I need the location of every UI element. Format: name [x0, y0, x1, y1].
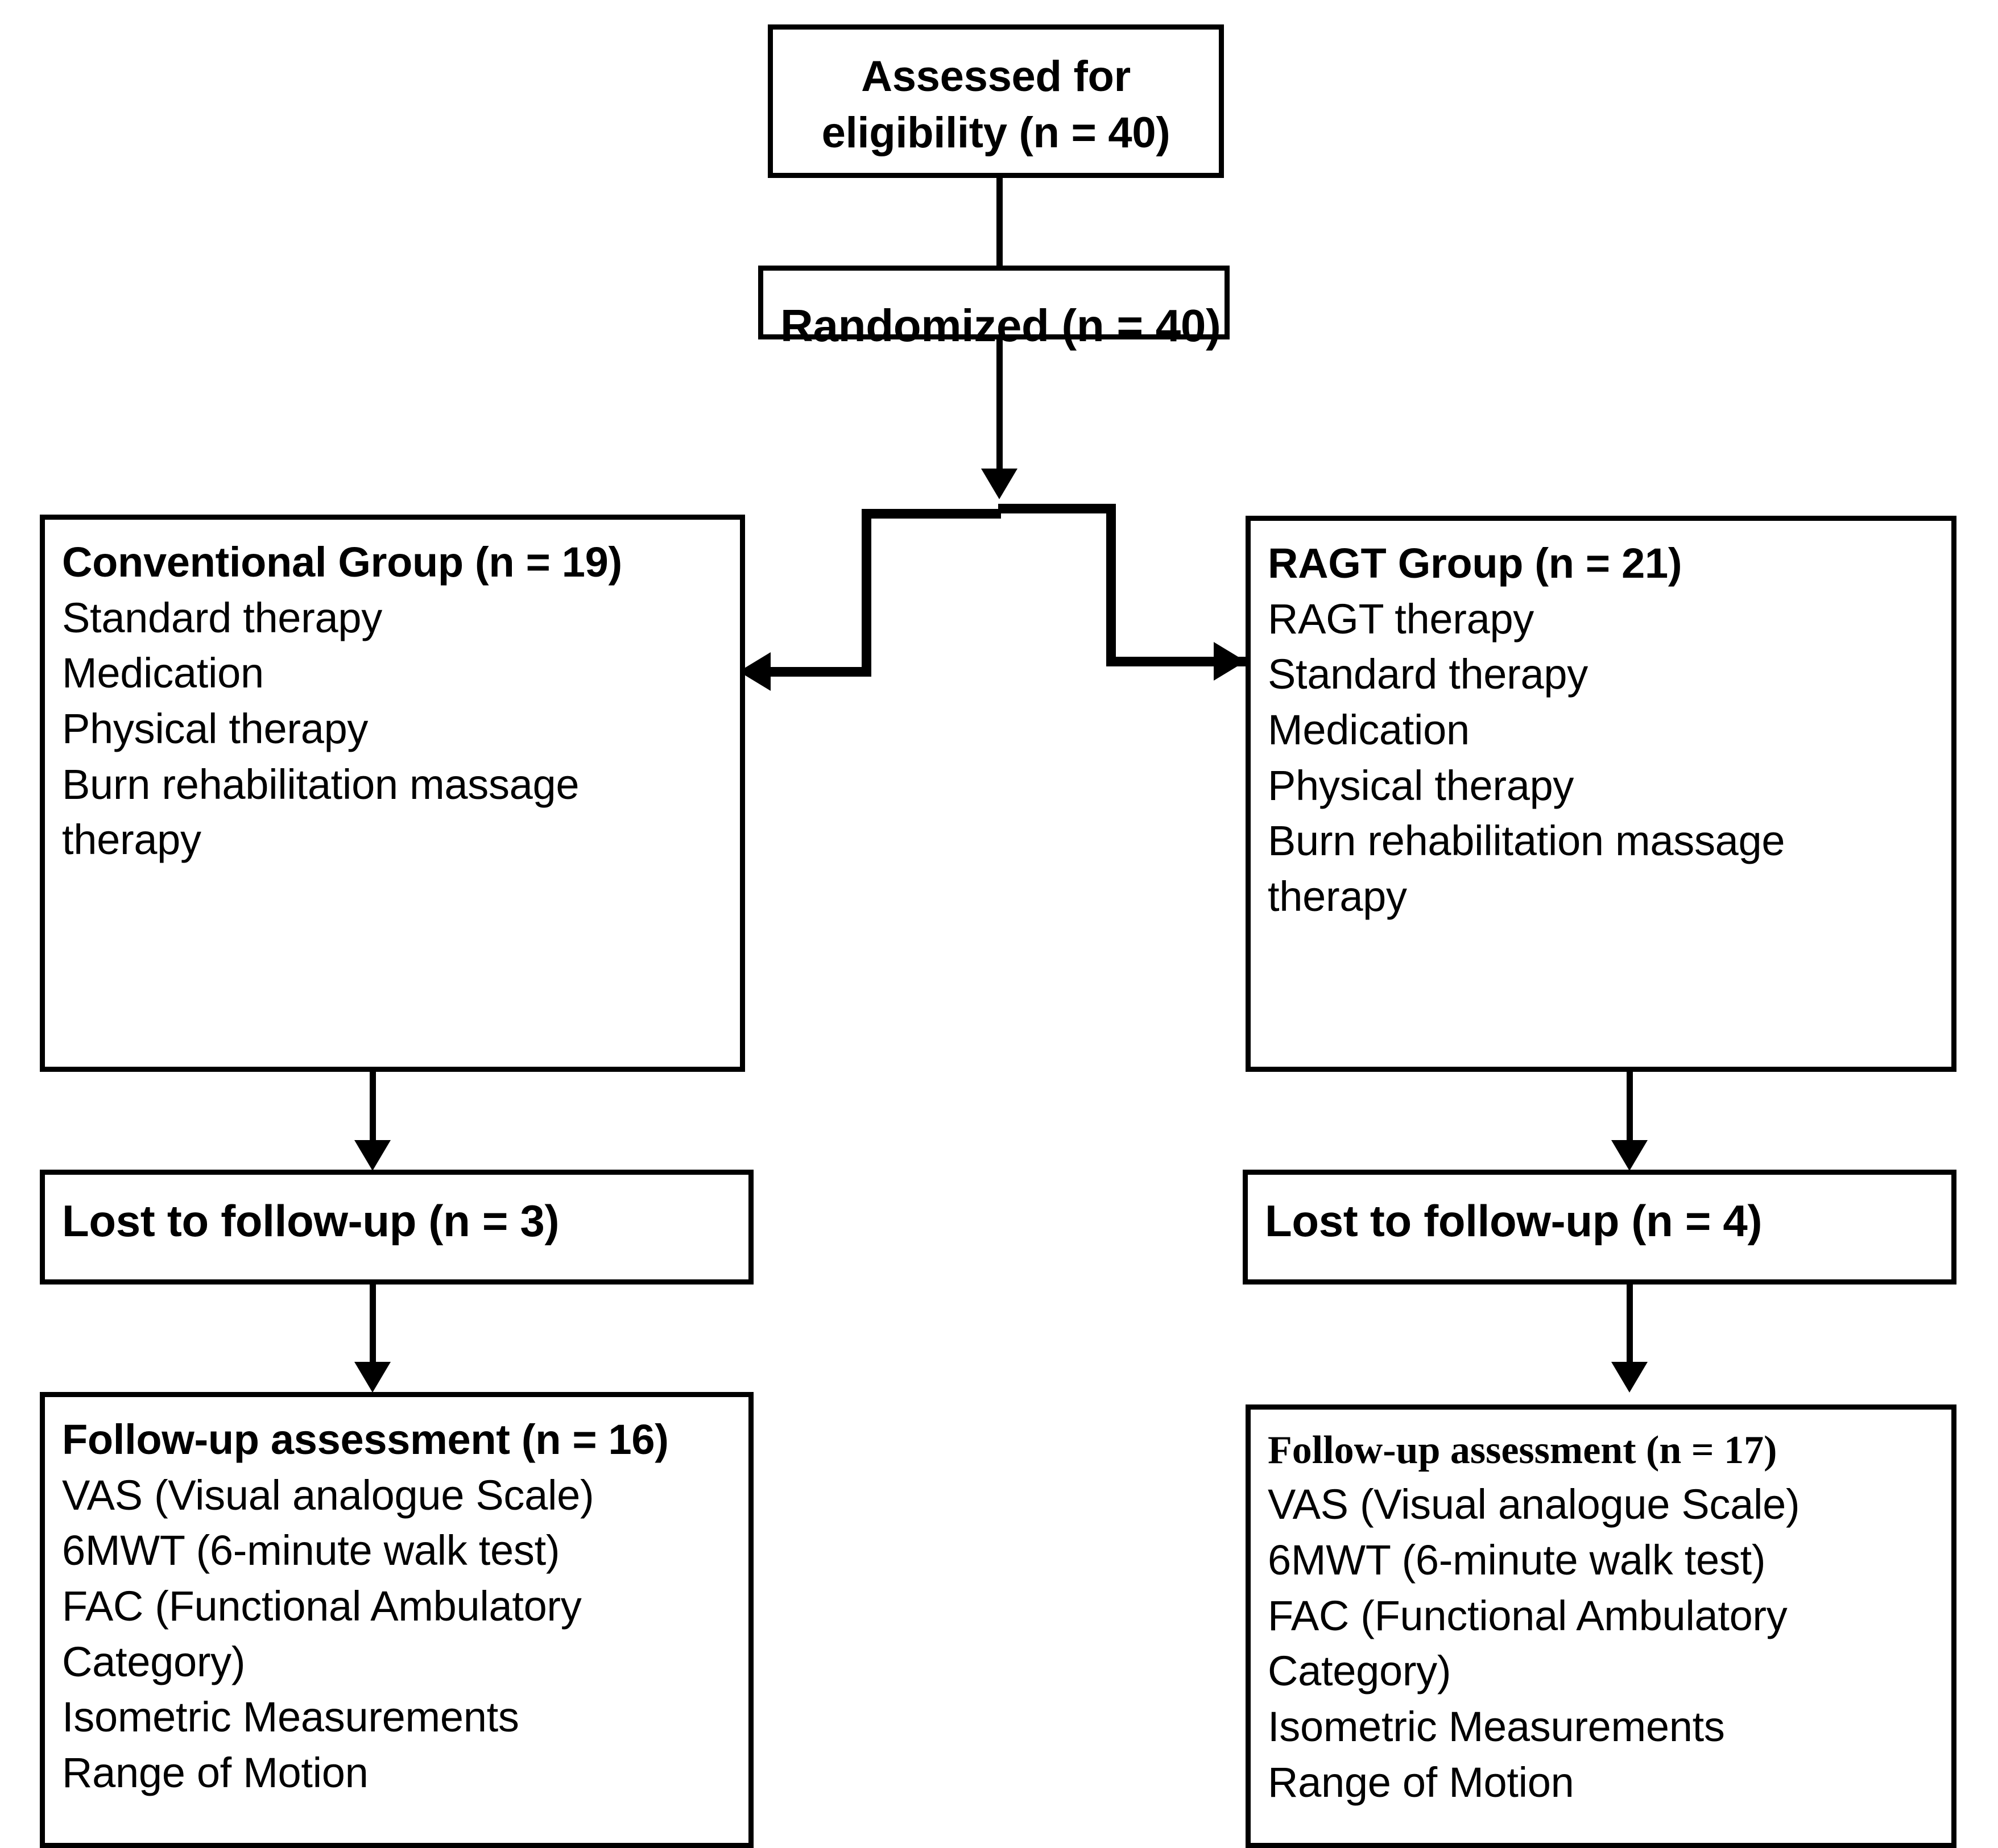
- ragt-group-item: Physical therapy: [1268, 761, 1574, 809]
- node-ragt-group: RAGT Group (n = 21) RAGT therapy Standar…: [1246, 516, 1956, 1072]
- arrowhead-down-lost-left: [354, 1140, 391, 1171]
- node-body: Follow-up assessment (n = 16) VAS (Visua…: [45, 1397, 748, 1806]
- connector-to-conventional-group: [771, 667, 871, 677]
- followup-left-header: Follow-up assessment (n = 16): [62, 1416, 669, 1463]
- connector-to-ragt-group: [1106, 657, 1246, 666]
- conventional-group-item: Medication: [62, 649, 264, 697]
- ragt-group-item: RAGT therapy: [1268, 595, 1534, 643]
- conventional-group-item: Standard therapy: [62, 594, 382, 641]
- node-body: Assessed for eligibility (n = 40): [773, 30, 1219, 167]
- connector-eligibility-to-randomized: [996, 178, 1003, 268]
- split-bar-left: [862, 509, 1001, 519]
- connector-conventional-to-lost: [370, 1072, 376, 1154]
- ragt-group-item: Medication: [1268, 706, 1470, 754]
- arrowhead-down-followup-right: [1611, 1362, 1648, 1393]
- connector-ragt-to-lost: [1627, 1072, 1633, 1154]
- arrowhead-down-followup-left: [354, 1362, 391, 1393]
- split-bar-right: [998, 504, 1115, 513]
- followup-right-item: Range of Motion: [1268, 1758, 1574, 1806]
- followup-right-item: FAC (Functional Ambulatory: [1268, 1592, 1788, 1639]
- node-followup-assessment-left: Follow-up assessment (n = 16) VAS (Visua…: [40, 1392, 754, 1848]
- conventional-group-item: Physical therapy: [62, 705, 369, 753]
- ragt-group-header: RAGT Group (n = 21): [1268, 540, 1682, 587]
- node-body: Lost to follow-up (n = 4): [1248, 1175, 1951, 1256]
- conventional-group-item: therapy: [62, 816, 201, 864]
- followup-left-item: VAS (Visual analogue Scale): [62, 1471, 594, 1519]
- node-lost-to-followup-left: Lost to follow-up (n = 3): [40, 1170, 754, 1285]
- followup-left-item: FAC (Functional Ambulatory: [62, 1582, 582, 1630]
- followup-left-item: Isometric Measurements: [62, 1693, 519, 1741]
- node-lost-to-followup-right: Lost to follow-up (n = 4): [1243, 1170, 1956, 1285]
- node-assessed-for-eligibility: Assessed for eligibility (n = 40): [768, 24, 1224, 178]
- ragt-group-item: Standard therapy: [1268, 650, 1588, 698]
- followup-right-item: VAS (Visual analogue Scale): [1268, 1481, 1800, 1528]
- ragt-group-item: Burn rehabilitation massage: [1268, 817, 1785, 865]
- eligibility-line-2: eligibility (n = 40): [821, 108, 1170, 157]
- arrowhead-right-ragt: [1214, 642, 1246, 681]
- lost-left-header: Lost to follow-up (n = 3): [62, 1196, 560, 1246]
- node-body: Conventional Group (n = 19) Standard the…: [45, 520, 740, 873]
- eligibility-line-1: Assessed for: [861, 52, 1131, 101]
- arrowhead-down-lost-right: [1611, 1140, 1648, 1171]
- node-randomized: Randomized (n = 40): [758, 266, 1230, 351]
- ragt-group-item: therapy: [1268, 873, 1407, 921]
- node-body: Randomized (n = 40): [763, 271, 1225, 362]
- followup-right-item: 6MWT (6-minute walk test): [1268, 1536, 1766, 1584]
- followup-right-item: Category): [1268, 1647, 1451, 1695]
- followup-right-item: Isometric Measurements: [1268, 1703, 1725, 1751]
- conventional-group-item: Burn rehabilitation massage: [62, 760, 580, 808]
- node-body: Follow-up assessment (n = 17) VAS (Visua…: [1251, 1410, 1951, 1816]
- followup-left-item: Range of Motion: [62, 1749, 369, 1797]
- lost-right-header: Lost to follow-up (n = 4): [1265, 1196, 1763, 1246]
- followup-left-item: 6MWT (6-minute walk test): [62, 1527, 560, 1574]
- connector-lost-to-followup-left: [370, 1285, 376, 1375]
- arrowhead-down-randomized: [981, 469, 1017, 499]
- conventional-group-header: Conventional Group (n = 19): [62, 538, 622, 586]
- followup-right-header: Follow-up assessment (n = 17): [1268, 1428, 1777, 1472]
- node-body: Lost to follow-up (n = 3): [45, 1175, 748, 1256]
- split-leg-right: [1106, 504, 1116, 666]
- followup-left-item: Category): [62, 1638, 246, 1685]
- node-body: RAGT Group (n = 21) RAGT therapy Standar…: [1251, 521, 1951, 930]
- connector-lost-to-followup-right: [1627, 1285, 1633, 1375]
- split-leg-left: [862, 509, 871, 677]
- connector-randomized-to-split: [996, 339, 1003, 476]
- randomized-label: Randomized (n = 40): [780, 300, 1221, 351]
- node-conventional-group: Conventional Group (n = 19) Standard the…: [40, 515, 745, 1072]
- node-followup-assessment-right: Follow-up assessment (n = 17) VAS (Visua…: [1246, 1404, 1956, 1848]
